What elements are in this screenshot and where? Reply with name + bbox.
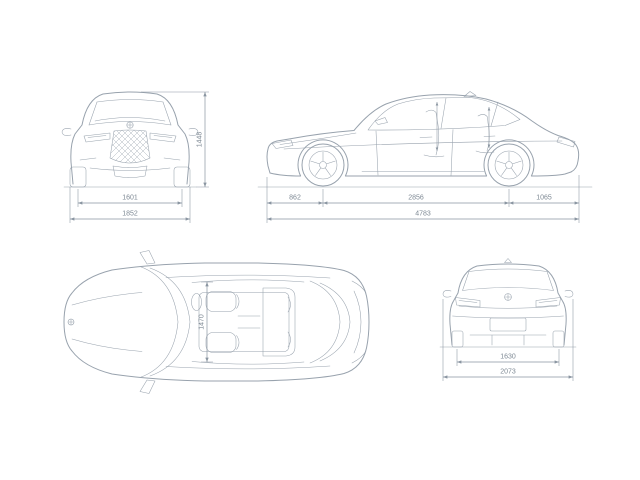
side-mirrors-plan — [139, 250, 156, 394]
seats-side — [423, 109, 495, 158]
character-line — [283, 140, 563, 150]
rear-window-plan — [309, 280, 362, 364]
bmw-roundel-icon — [126, 121, 134, 129]
trunk-crease — [458, 305, 558, 309]
windshield-plan — [139, 266, 191, 378]
dim-rear-overhang: 1065 — [508, 175, 580, 223]
front-bumper — [79, 157, 181, 178]
dim-label-rear-track: 1630 — [500, 354, 516, 361]
rear-view: 1630 2073 — [439, 258, 577, 381]
bmw-roundel-rear-icon — [504, 293, 512, 301]
door-handles — [419, 135, 496, 138]
dim-overall-width: 1852 — [69, 187, 191, 223]
dim-label-overall-width: 1852 — [122, 211, 138, 218]
rear-wheels — [451, 330, 565, 348]
diffuser — [469, 334, 547, 346]
dim-overall-height: 1448 — [141, 91, 209, 188]
rear-wheel — [487, 143, 531, 187]
front-view: 1601 1852 1448 — [61, 91, 209, 223]
taillights-rear — [455, 297, 561, 308]
side-view: 862 2856 1065 4783 — [257, 91, 593, 223]
rear-window — [462, 268, 554, 291]
headlights — [83, 132, 177, 143]
dim-label-rear-overhang: 1065 — [536, 195, 552, 202]
rear-bumper-crease — [452, 315, 564, 319]
hood-plan — [67, 292, 143, 352]
grille-mesh — [110, 130, 150, 163]
front-wheels — [69, 166, 191, 188]
shoulder-lines — [165, 274, 331, 370]
dim-label-overall-length: 4783 — [415, 211, 431, 218]
dim-label-wheelbase: 2856 — [408, 195, 424, 202]
kidney-grille — [109, 129, 151, 164]
taillight-corners-plan — [351, 280, 367, 364]
license-plate — [489, 317, 527, 332]
interior-height-marks — [435, 102, 491, 151]
front-wheel — [301, 143, 345, 187]
dim-label-interior-width: 1470 — [199, 314, 206, 330]
dim-front-overhang: 862 — [266, 177, 324, 223]
dim-overall-length: 4783 — [267, 211, 579, 221]
top-view: 1470 — [63, 250, 370, 394]
door-cut-lines — [375, 129, 454, 176]
dim-label-front-track: 1601 — [122, 195, 138, 202]
roof-plan — [191, 279, 305, 365]
dim-label-front-overhang: 862 — [289, 195, 301, 202]
side-mirror — [374, 117, 388, 125]
hood-cut-line — [279, 132, 357, 145]
dim-interior-width: 1470 — [199, 281, 213, 363]
taillight-side — [556, 136, 576, 148]
side-mirrors-rear-view — [442, 290, 574, 298]
dim-wheelbase: 2856 — [323, 189, 510, 207]
dim-rear-overall-width: 2073 — [442, 299, 574, 381]
dim-rear-track: 1630 — [456, 349, 560, 366]
side-mirrors-front-view — [61, 128, 199, 136]
shark-fin-antenna-icon — [463, 91, 477, 97]
shark-fin-antenna-rear-icon — [504, 258, 512, 263]
headlight-side — [271, 139, 294, 149]
dim-front-track: 1601 — [77, 189, 183, 207]
dim-label-rear-overall-width: 2073 — [500, 369, 516, 376]
dim-label-overall-height: 1448 — [197, 132, 204, 148]
greenhouse — [367, 97, 521, 131]
